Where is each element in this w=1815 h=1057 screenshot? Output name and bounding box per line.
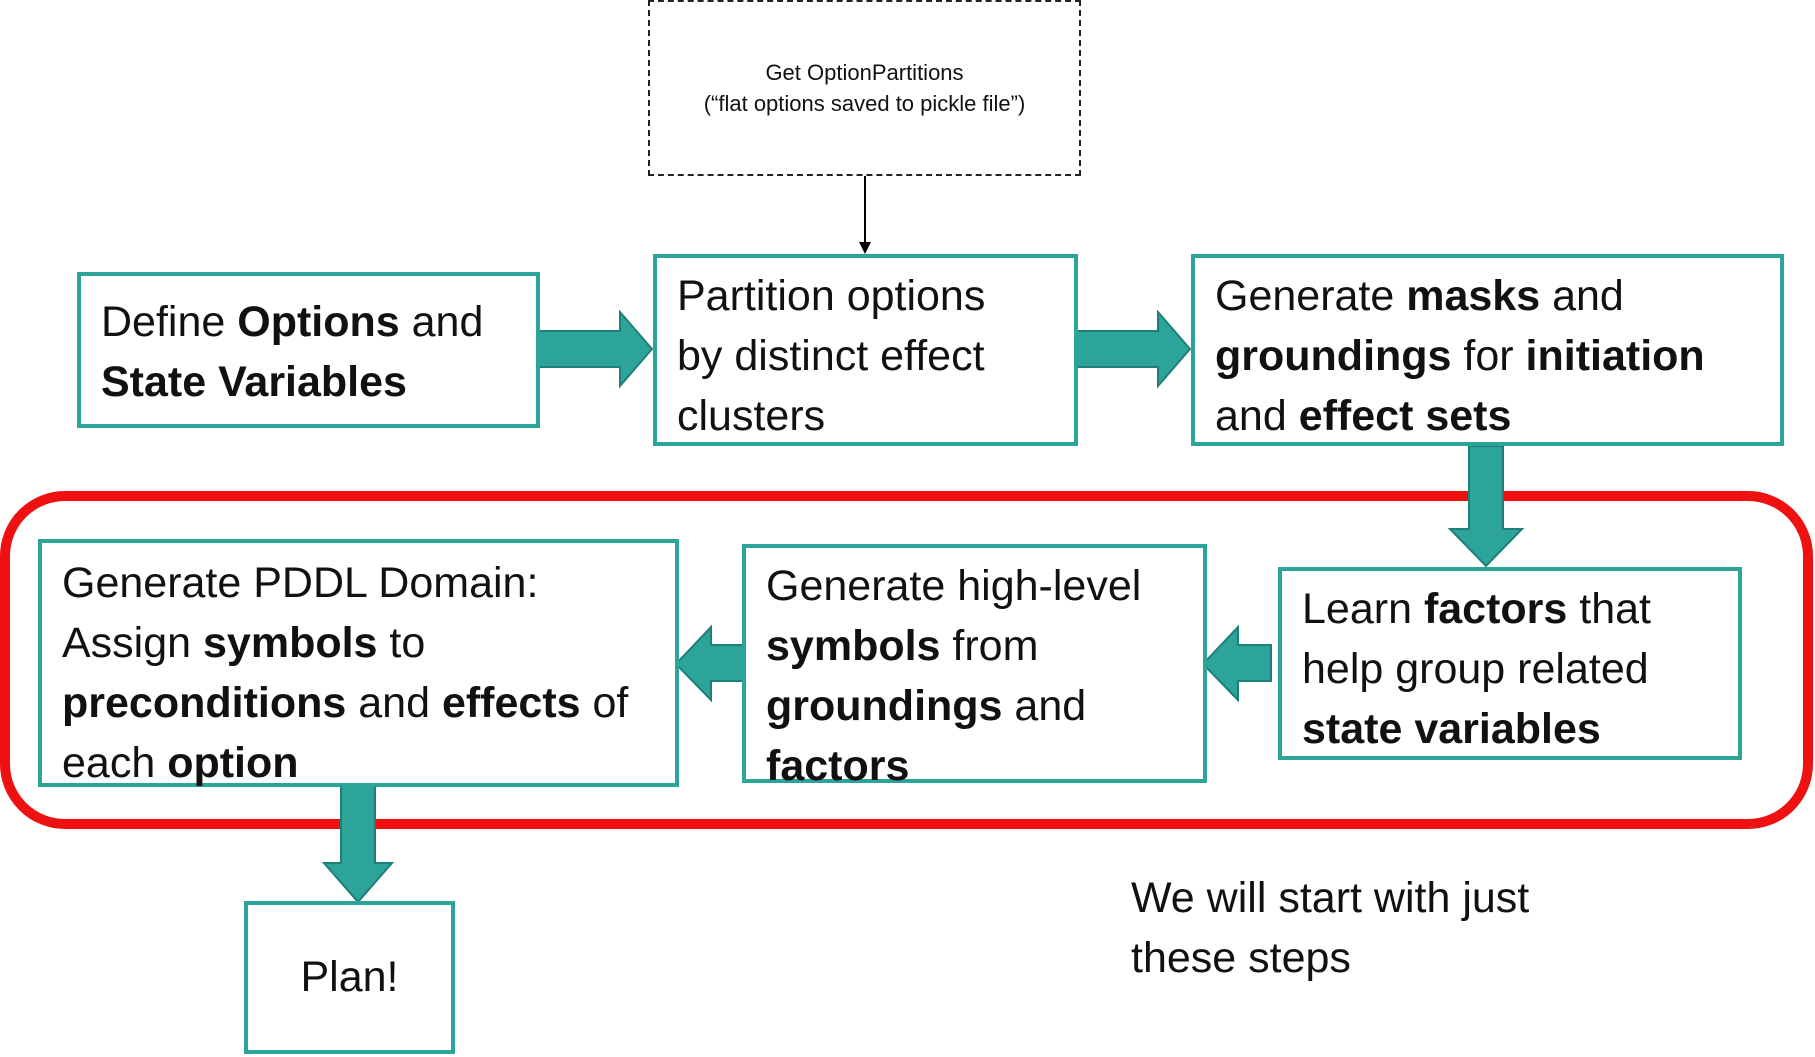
text-segment: and (1002, 682, 1087, 730)
emphasis-term: symbols (766, 622, 941, 670)
emphasis-term: masks (1406, 272, 1541, 320)
text-segment: for (1451, 332, 1526, 380)
arrow-partition-to-masks (1075, 309, 1192, 389)
text-segment: Generate PDDL Domain: (62, 559, 539, 607)
emphasis-term: effects (441, 679, 581, 727)
plan-label: Plan! (300, 953, 399, 1001)
text-segment: that (1567, 585, 1651, 633)
text-segment: and (399, 298, 484, 346)
text-segment: Partition options (677, 272, 986, 320)
text-segment: clusters (677, 392, 826, 440)
step-partition-options: Partition options by distinct effect clust… (653, 254, 1078, 446)
text-segment: to (377, 619, 426, 667)
text-segment: Assign (62, 619, 204, 667)
text-segment: by distinct effect (677, 332, 985, 380)
emphasis-term: factors (1423, 585, 1568, 633)
caption-line-2: these steps (1131, 934, 1351, 982)
highlight-region (0, 491, 1813, 829)
step-generate-masks-text: Generate masks and groundings for initiat… (1215, 266, 1768, 446)
text-segment: of (580, 679, 629, 727)
emphasis-term: initiation (1525, 332, 1705, 380)
step-learn-factors: Learn factors that help group related stat… (1278, 567, 1742, 760)
emphasis-term: option (167, 739, 299, 787)
text-segment: and (1540, 272, 1624, 320)
arrow-factors-to-symbols (1201, 624, 1272, 703)
emphasis-term: factors (766, 742, 910, 790)
option-partitions-note: Get OptionPartitions (“flat options save… (648, 0, 1081, 176)
text-segment: Learn (1302, 585, 1424, 633)
step-plan: Plan! (244, 901, 455, 1054)
text-segment: Generate high-level (766, 562, 1142, 610)
step-generate-symbols-text: Generate high-level symbols from grounding… (766, 556, 1191, 796)
emphasis-term: groundings (1215, 332, 1452, 380)
emphasis-term: preconditions (62, 679, 347, 727)
text-segment: Generate (1215, 272, 1407, 320)
text-segment: from (940, 622, 1039, 670)
text-segment: and (1215, 392, 1299, 440)
emphasis-term: State Variables (101, 358, 407, 406)
arrow-pddl-to-plan (321, 785, 395, 904)
emphasis-term: state variables (1302, 705, 1601, 753)
step-generate-symbols: Generate high-level symbols from grounding… (742, 544, 1207, 790)
caption-text: We will start with just these steps (1131, 868, 1731, 988)
arrow-define-to-partition (537, 309, 654, 389)
note-connector-arrow (859, 176, 871, 254)
emphasis-term: symbols (203, 619, 378, 667)
step-learn-factors-text: Learn factors that help group related stat… (1302, 579, 1726, 759)
step-generate-masks: Generate masks and groundings for initiat… (1191, 254, 1784, 446)
emphasis-term: effect sets (1298, 392, 1512, 440)
text-segment: and (346, 679, 442, 727)
step-partition-options-text: Partition options by distinct effect clust… (677, 266, 1062, 446)
text-segment: each (62, 739, 168, 787)
emphasis-term: Options (237, 298, 400, 346)
arrow-masks-to-factors (1447, 445, 1525, 568)
note-line-1: Get OptionPartitions (765, 60, 964, 85)
note-line-2: (“flat options saved to pickle file”) (703, 91, 1026, 116)
arrow-symbols-to-pddl (674, 624, 745, 703)
caption-line-1: We will start with just (1131, 874, 1530, 922)
text-segment: help group related (1302, 645, 1649, 693)
text-segment: Define (101, 298, 238, 346)
emphasis-term: groundings (766, 682, 1003, 730)
